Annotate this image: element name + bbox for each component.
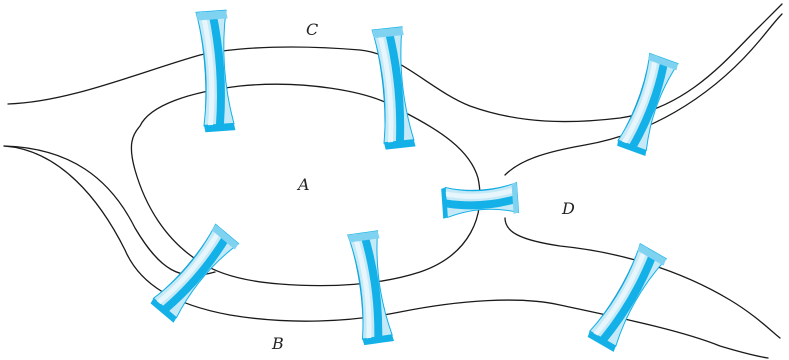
label-c: C: [306, 20, 318, 39]
island-a-outline: [130, 83, 481, 287]
d-upper-shore: [504, 13, 783, 176]
label-b: B: [271, 334, 284, 353]
north-bank: [7, 3, 783, 123]
upper-arm-south-bank: [3, 145, 216, 276]
bridge-b-d: [586, 243, 668, 353]
label-a: A: [296, 175, 310, 194]
bridge-c-east: [371, 26, 417, 151]
bridges: [149, 9, 680, 353]
bridge-b-east: [347, 230, 395, 346]
label-d: D: [561, 199, 575, 218]
bridge-c-d: [615, 52, 680, 157]
bridge-c-west: [195, 9, 237, 134]
